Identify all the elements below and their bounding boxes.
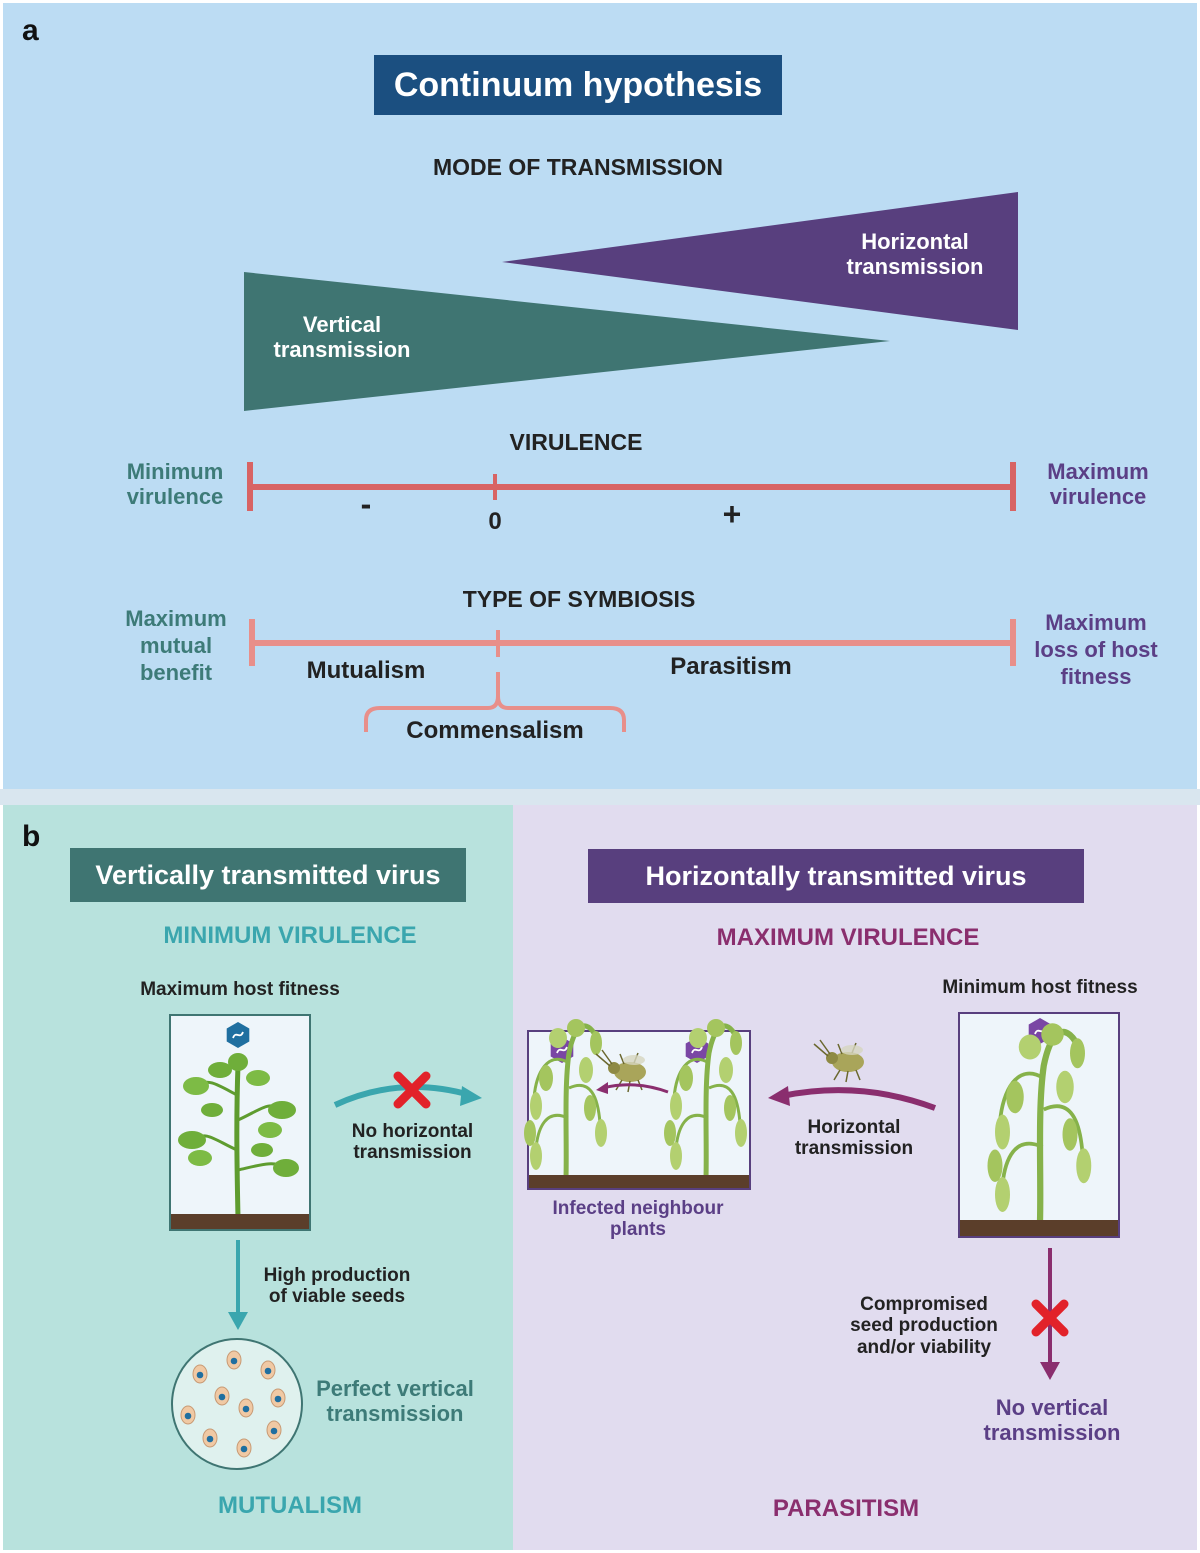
parasitism-label: Parasitism [670, 653, 792, 680]
no-vertical-arrowhead [1040, 1362, 1060, 1380]
no-horizontal-arrowhead [460, 1086, 482, 1106]
no-horizontal-arrow [333, 1084, 471, 1108]
horizontal-transmission-label: Horizontal transmission [815, 229, 1015, 279]
maximum-mutual-benefit-label: Maximum mutual benefit [106, 606, 246, 686]
perfect-line1: Perfect vertical [316, 1376, 474, 1401]
seeds-arrowhead [228, 1312, 248, 1330]
continuum-title-banner: Continuum hypothesis [374, 55, 782, 115]
horizontal-arrow-line2: transmission [794, 1138, 914, 1160]
virulence-heading: VIRULENCE [509, 429, 643, 455]
horizontal-virus-banner: Horizontally transmitted virus [588, 849, 1084, 903]
horizontal-label-line1: Horizontal [861, 229, 969, 254]
cross-icon-vertical [1031, 1299, 1069, 1337]
plus-sign: + [722, 496, 742, 532]
max-benefit-line3: benefit [139, 659, 213, 685]
high-production-label: High production of viable seeds [252, 1265, 422, 1308]
commensalism-label: Commensalism [406, 717, 584, 744]
type-of-symbiosis-heading: TYPE OF SYMBIOSIS [462, 586, 696, 612]
minus-sign: - [360, 486, 372, 522]
compromised-line3: and/or viability [856, 1336, 992, 1358]
panel-divider [0, 789, 1200, 805]
perfect-vertical-transmission-label: Perfect vertical transmission [306, 1376, 484, 1426]
horizontal-arrowhead [768, 1086, 790, 1106]
soil-neighbour [529, 1175, 749, 1188]
neighbour-arrowhead [596, 1082, 608, 1094]
mutualism-label: Mutualism [306, 657, 426, 684]
neighbour-line2: plants [610, 1219, 666, 1241]
min-virulence-line1: Minimum [126, 459, 224, 484]
infected-neighbour-label: Infected neighbour plants [538, 1198, 738, 1241]
vertical-virus-banner-text: Vertically transmitted virus [95, 859, 441, 890]
maximum-loss-fitness-label: Maximum loss of host fitness [1021, 610, 1171, 690]
no-vertical-transmission-label: No vertical transmission [972, 1395, 1132, 1445]
continuum-title: Continuum hypothesis [393, 65, 763, 104]
compromised-line1: Compromised [860, 1294, 988, 1315]
vertical-transmission-wedge [244, 272, 890, 411]
minimum-virulence-label: Minimum virulence [105, 459, 245, 509]
horizontal-transmission-wedge [502, 192, 1018, 330]
soil-left [171, 1214, 309, 1229]
panel-a-background [3, 3, 1197, 789]
no-horizontal-line2: transmission [353, 1142, 472, 1164]
max-loss-line1: Maximum [1045, 610, 1147, 635]
cross-icon [393, 1071, 431, 1109]
neighbour-arrow [602, 1083, 669, 1094]
vertical-label-line1: Vertical [302, 312, 382, 337]
vertical-label-line2: transmission [273, 336, 411, 362]
horizontal-label-line2: transmission [846, 253, 984, 279]
horizontal-arrow [781, 1087, 937, 1111]
max-virulence-line2: virulence [1049, 483, 1147, 509]
compromised-line2: seed production [850, 1315, 998, 1337]
max-loss-line2: loss of host [1034, 636, 1158, 662]
no-horizontal-line1: No horizontal [351, 1121, 474, 1142]
no-horizontal-transmission-label: No horizontal transmission [335, 1121, 490, 1164]
parasitism-footer: PARASITISM [772, 1495, 920, 1522]
commensalism-bracket [364, 672, 626, 732]
horizontal-transmission-arrow-label: Horizontal transmission [784, 1117, 924, 1160]
symbiosis-scale [249, 619, 1016, 666]
max-benefit-line2: mutual [139, 632, 213, 658]
seeds-line1: High production [263, 1265, 411, 1286]
vertical-transmission-label: Vertical transmission [254, 312, 430, 362]
mode-of-transmission-heading: MODE OF TRANSMISSION [432, 154, 724, 180]
healthy-plant-icon [178, 1053, 299, 1219]
no-vertical-line2: transmission [983, 1419, 1121, 1445]
min-virulence-line2: virulence [126, 483, 224, 509]
minimum-virulence-heading: MINIMUM VIRULENCE [163, 922, 417, 949]
soil-right [960, 1220, 1118, 1236]
horizontal-arrow-line1: Horizontal [807, 1117, 901, 1138]
vertical-virus-banner: Vertically transmitted virus [70, 848, 466, 902]
panel-a-letter: a [22, 14, 39, 47]
panel-b-letter: b [22, 820, 41, 853]
neighbour-line1: Infected neighbour [552, 1198, 724, 1219]
seeds-line2: of viable seeds [268, 1286, 406, 1308]
compromised-seed-label: Compromised seed production and/or viabi… [844, 1294, 1004, 1358]
virulence-scale [247, 462, 1016, 511]
aphid-icon [813, 1039, 865, 1083]
horizontal-virus-banner-text: Horizontally transmitted virus [645, 860, 1027, 891]
max-benefit-line1: Maximum [125, 606, 227, 631]
maximum-virulence-label: Maximum virulence [1028, 459, 1168, 509]
minimum-host-fitness-label: Minimum host fitness [942, 977, 1138, 998]
no-vertical-line1: No vertical [995, 1395, 1109, 1420]
max-loss-line3: fitness [1060, 663, 1132, 689]
mutualism-footer: MUTUALISM [218, 1492, 362, 1519]
zero-label: 0 [488, 508, 502, 535]
max-virulence-line1: Maximum [1047, 459, 1149, 484]
perfect-line2: transmission [326, 1400, 464, 1426]
maximum-host-fitness-label: Maximum host fitness [140, 979, 340, 1000]
maximum-virulence-heading: MAXIMUM VIRULENCE [716, 924, 980, 951]
